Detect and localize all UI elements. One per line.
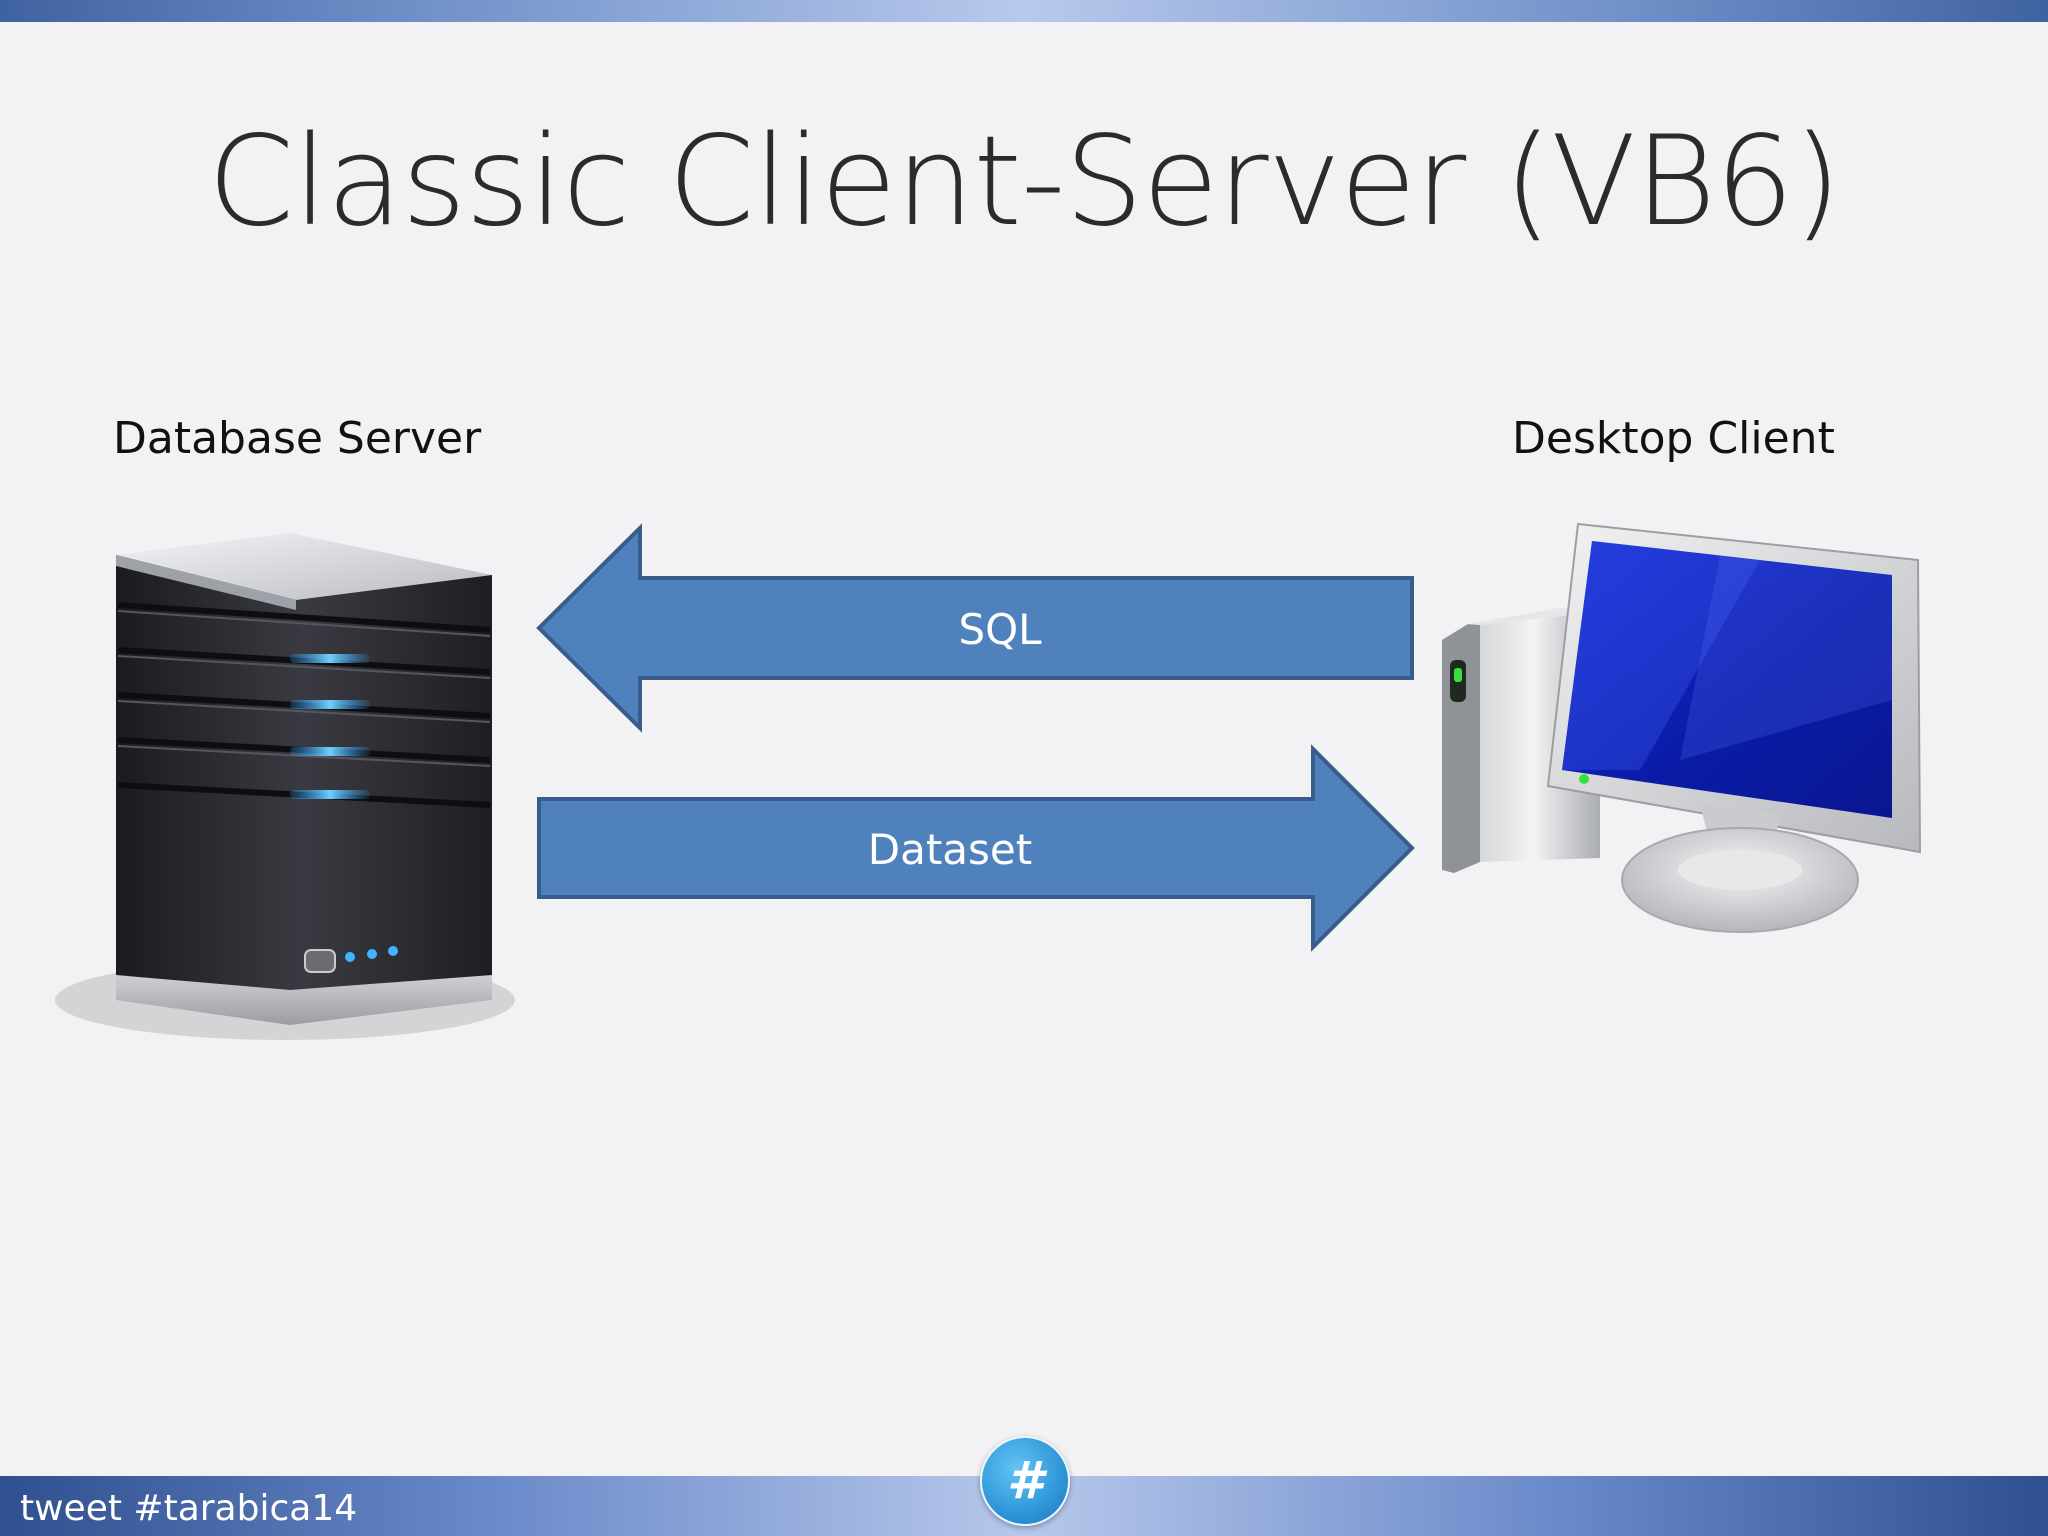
hash-glyph: # [1006, 1451, 1044, 1511]
hashtag-badge-icon: # [980, 1436, 1070, 1526]
desktop-computer-icon [1442, 522, 1922, 933]
sql-arrow-label: SQL [958, 605, 1042, 654]
sql-arrow [536, 523, 1414, 733]
server-label: Database Server [113, 413, 482, 464]
top-accent-bar [0, 0, 2048, 22]
database-server-icon [55, 533, 515, 1040]
dataset-arrow [537, 744, 1415, 952]
dataset-arrow-label: Dataset [867, 825, 1033, 874]
client-label: Desktop Client [1512, 413, 1835, 464]
slide-title: Classic Client-Server (VB6) [207, 110, 1842, 254]
footer-hashtag: tweet #tarabica14 [20, 1488, 358, 1529]
